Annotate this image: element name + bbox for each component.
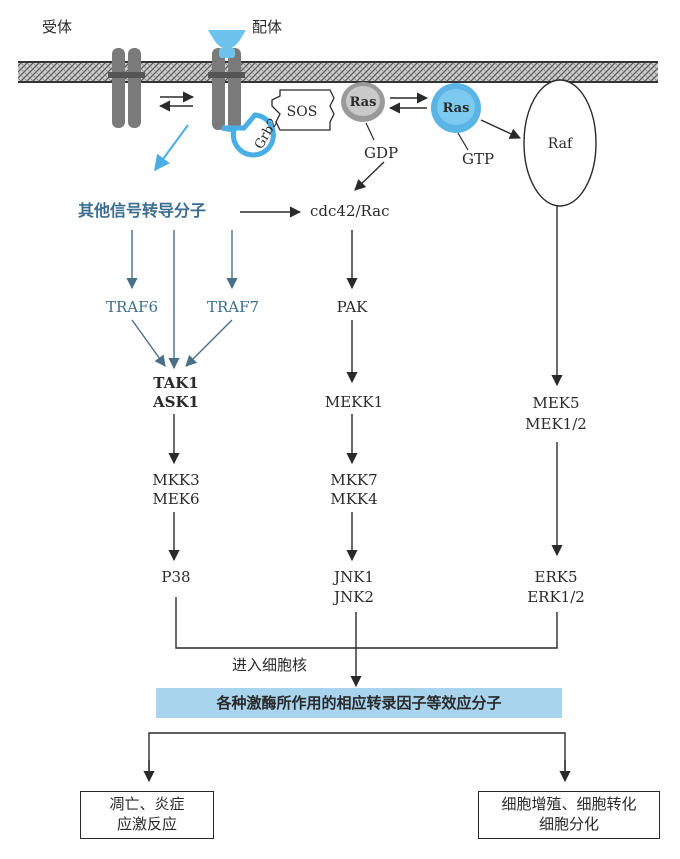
- outcome-proliferation-box: 细胞增殖、细胞转化 细胞分化: [478, 791, 660, 839]
- ras-exchange-arrows: [388, 92, 429, 114]
- pathway-arrows: [126, 119, 571, 783]
- ligand: [208, 30, 246, 58]
- mek5-label: MEK5: [532, 394, 580, 412]
- erk5-label: ERK5: [534, 568, 578, 586]
- effector-molecules-band: 各种激酶所作用的相应转录因子等效应分子: [156, 688, 562, 718]
- outcome-apoptosis-line1: 凋亡、炎症: [109, 795, 185, 813]
- gdp-label: GDP: [364, 144, 399, 162]
- other-signal-molecules-label: 其他信号转导分子: [78, 201, 207, 220]
- receptor-dimer: [208, 48, 245, 130]
- grb2: [221, 112, 276, 158]
- outcome-apoptosis-box: 凋亡、炎症 应激反应: [80, 791, 214, 839]
- mkk7-label: MKK7: [330, 471, 378, 489]
- receptor-label: 受体: [42, 18, 73, 36]
- pak-label: PAK: [336, 298, 368, 316]
- sos-label: SOS: [287, 104, 318, 120]
- outcome-proliferation-line2: 细胞分化: [538, 815, 599, 833]
- traf7-label: TRAF7: [206, 298, 260, 316]
- ras-gdp: [341, 82, 385, 122]
- traf6-label: TRAF6: [105, 298, 159, 316]
- ask1-label: ASK1: [153, 393, 199, 411]
- erk12-label: ERK1/2: [527, 588, 585, 606]
- mkk3-label: MKK3: [152, 471, 200, 489]
- mekk1-label: MEKK1: [324, 393, 384, 411]
- mkk4-label: MKK4: [330, 490, 378, 508]
- ras-gtp-label: Ras: [443, 101, 470, 116]
- mek6-label: MEK6: [152, 490, 200, 508]
- cdc42-rac-label: cdc42/Rac: [310, 202, 390, 220]
- outcome-proliferation-line1: 细胞增殖、细胞转化: [501, 795, 637, 813]
- mek12-label: MEK1/2: [525, 415, 587, 433]
- jnk1-label: JNK1: [334, 568, 374, 586]
- gtp-label: GTP: [462, 150, 495, 168]
- ras-gtp: [431, 83, 481, 133]
- raf-label: Raf: [548, 136, 574, 152]
- gtp-leader: [457, 132, 469, 151]
- jnk2-label: JNK2: [334, 588, 374, 606]
- ligand-label: 配体: [252, 18, 283, 36]
- gdp-leader: [365, 122, 375, 141]
- exchange-arrows: [158, 91, 195, 112]
- outcome-apoptosis-line2: 应激反应: [116, 815, 177, 833]
- p38-label: P38: [161, 568, 191, 586]
- sos: [271, 89, 335, 131]
- raf: [523, 79, 597, 207]
- ras-gdp-label: Ras: [350, 95, 377, 110]
- receptor-monomer: [108, 48, 145, 128]
- tak1-label: TAK1: [153, 374, 199, 392]
- enter-nucleus-label: 进入细胞核: [232, 656, 308, 674]
